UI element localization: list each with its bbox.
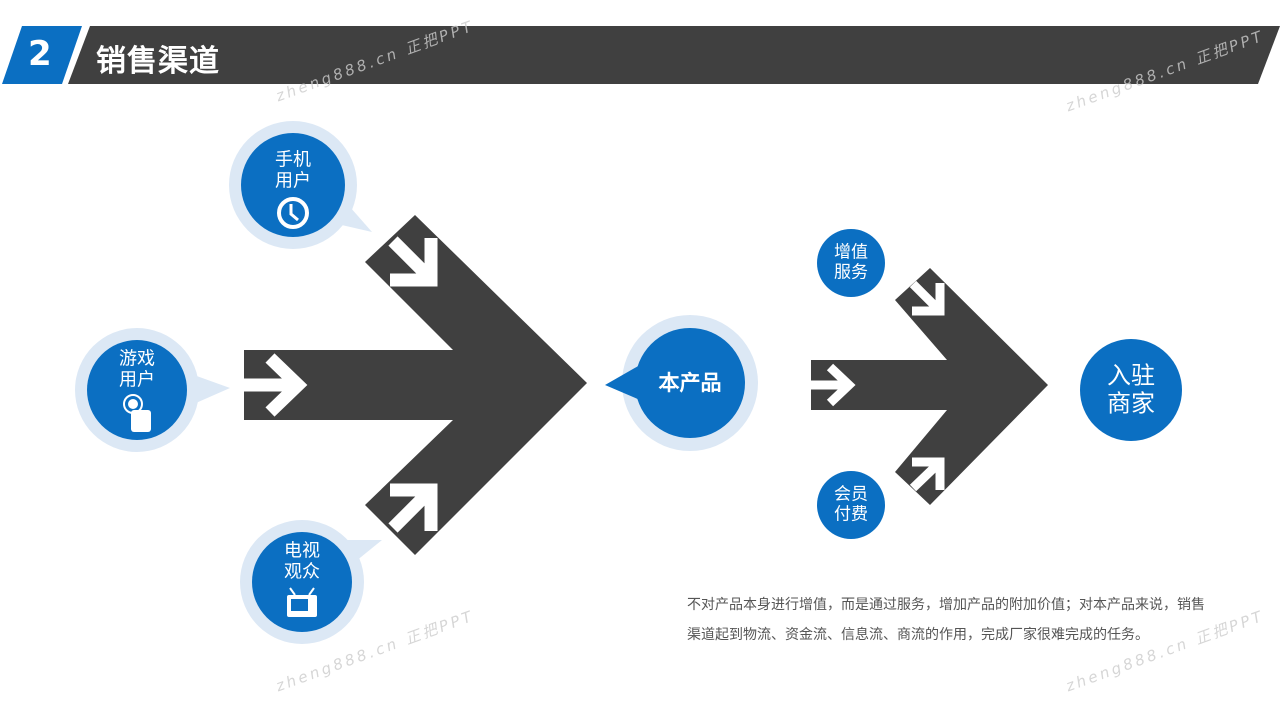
label-line: 电视	[284, 540, 320, 562]
label-line: 入驻	[1107, 361, 1155, 390]
label-line: 观众	[284, 561, 320, 582]
white-arrow-right-icon	[826, 363, 856, 407]
label-line: 付费	[834, 504, 868, 524]
white-arrow-up-right-icon	[390, 483, 438, 531]
node-tv-viewers	[252, 532, 352, 632]
label-line: 商家	[1107, 389, 1155, 417]
white-arrow-down-right-icon	[390, 238, 438, 287]
node-product-label: 本产品	[658, 370, 722, 395]
node-game-users	[87, 340, 187, 440]
label-line: 服务	[834, 262, 868, 282]
description-text: 不对产品本身进行增值，而是通过服务，增加产品的附加价值；对本产品来说，销售渠道起…	[687, 597, 1205, 643]
node-tv-label: 电视观众	[284, 541, 320, 582]
header-number-band	[2, 26, 82, 84]
label-line: 会员	[834, 484, 868, 505]
node-mobile-users	[241, 133, 345, 237]
label-line: 增值	[834, 242, 868, 263]
label-line: 游戏	[119, 348, 155, 370]
node-membership-label: 会员付费	[834, 485, 868, 524]
page-title: 销售渠道	[96, 44, 220, 79]
node-merchants	[1080, 339, 1182, 441]
touch-hand-icon	[123, 394, 151, 432]
node-product	[635, 328, 745, 438]
small-chevron-arrow	[811, 268, 1048, 505]
section-number: 2	[28, 34, 52, 74]
big-chevron-arrow	[244, 215, 587, 555]
header-title-band	[68, 26, 1280, 84]
label-line: 手机	[275, 149, 311, 171]
label-line: 用户	[275, 170, 311, 191]
node-membership	[817, 471, 885, 539]
clock-icon	[277, 197, 309, 229]
label-line: 用户	[119, 369, 155, 390]
node-value-added	[817, 229, 885, 297]
tv-icon	[287, 587, 317, 617]
node-value-added-label: 增值服务	[834, 243, 868, 282]
white-arrow-right-icon	[265, 353, 308, 417]
node-merchants-label: 入驻商家	[1107, 362, 1155, 417]
white-arrow-down-right-icon	[912, 283, 945, 316]
white-arrow-up-right-icon	[912, 457, 945, 490]
node-game-label: 游戏用户	[119, 349, 155, 390]
node-mobile-label: 手机用户	[275, 150, 311, 191]
